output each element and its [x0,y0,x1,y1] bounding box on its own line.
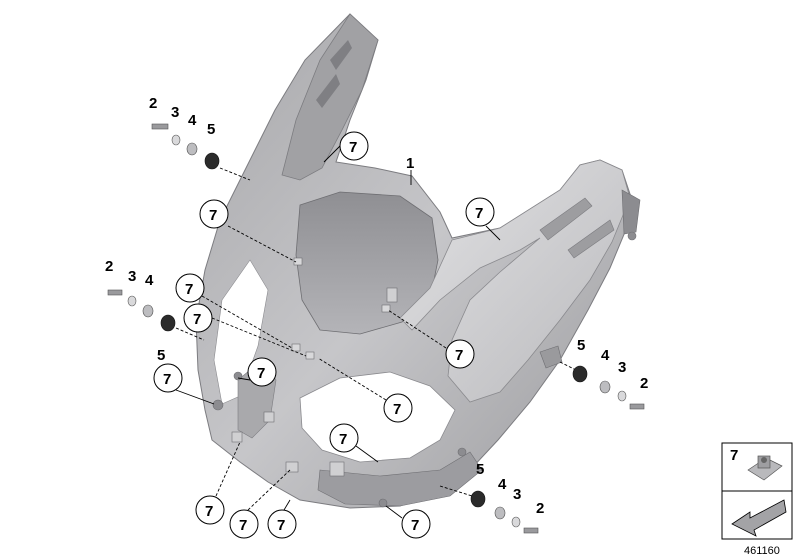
callout-clip-nut: 7 [193,311,201,328]
legend-item-label: 7 [730,447,738,464]
callout-clip-nut: 7 [277,517,285,534]
document-number: 461160 [744,545,780,557]
label-grommet: 5 [577,337,585,354]
label-washer: 3 [618,359,626,376]
callout-clip-nut: 7 [205,503,213,520]
callout-clip-nut: 7 [349,139,357,156]
callout-clip-nut: 7 [455,347,463,364]
bolt-icon [151,123,169,130]
parts-legend: 7 461160 [721,442,793,557]
label-part-1: 1 [406,155,414,172]
label-grommet: 5 [157,347,165,364]
bolt-icon [629,403,645,410]
callout-clip-nut: 7 [239,517,247,534]
label-grommet: 5 [207,121,215,138]
label-washer: 3 [171,104,179,121]
label-washer: 3 [513,486,521,503]
washer-icon [171,134,181,146]
grommet-icon [160,314,176,332]
washer-icon [617,390,627,402]
callout-clip-nut: 7 [339,431,347,448]
washer-icon [127,295,137,307]
callout-clip-nut: 7 [163,371,171,388]
callout-labels: 1 2 3 4 5 2 3 4 5 5 4 3 2 5 4 3 2 [105,95,648,517]
label-bolt: 2 [149,95,157,112]
washer-icon [511,516,521,528]
grommet-icon [470,490,486,508]
hardware-group-bottom [439,485,539,534]
clip-nut-icon [747,455,783,481]
direction-arrow-icon [731,499,787,537]
spacer-icon [186,142,198,156]
callout-clip-nut: 7 [475,205,483,222]
clip-nut-callouts: 7 7 7 7 7 7 7 7 7 7 [153,131,501,539]
hardware-group-right [559,361,645,410]
callout-clip-nut: 7 [257,365,265,382]
callout-clip-nut: 7 [209,207,217,224]
grommet-icon [572,365,588,383]
label-spacer: 4 [498,476,507,493]
label-washer: 3 [128,268,136,285]
grommet-icon [204,152,220,170]
hardware-group-mid-left [107,289,205,341]
label-bolt: 2 [536,500,544,517]
label-bolt: 2 [105,258,113,275]
spacer-icon [599,380,611,394]
label-bolt: 2 [640,375,648,392]
callout-clip-nut: 7 [393,401,401,418]
callout-clip-nut: 7 [411,517,419,534]
hardware-group-top-left [151,123,251,181]
spacer-icon [494,506,506,520]
label-spacer: 4 [601,347,610,364]
panel-part-1 [195,13,641,509]
spacer-icon [142,304,154,318]
label-spacer: 4 [188,112,197,129]
label-grommet: 5 [476,461,484,478]
label-spacer: 4 [145,272,154,289]
bolt-icon [107,289,123,296]
callout-clip-nut: 7 [185,281,193,298]
bolt-icon [523,527,539,534]
